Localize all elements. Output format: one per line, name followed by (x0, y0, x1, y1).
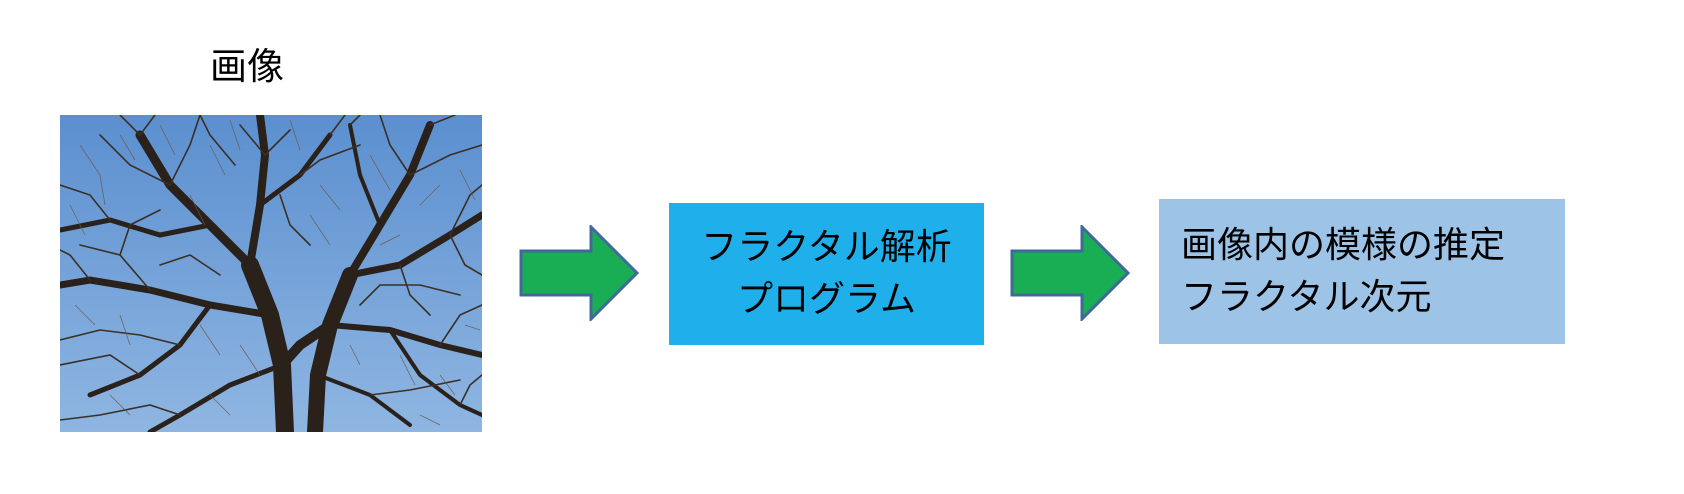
right-arrow-icon (519, 223, 640, 325)
fractal-dimension-result-box: 画像内の模様の推定 フラクタル次元 (1159, 199, 1565, 344)
tree-image (60, 115, 482, 432)
result-line-1: 画像内の模様の推定 (1181, 224, 1506, 266)
process-line-2: プログラム (737, 279, 916, 320)
fractal-analysis-program-box: フラクタル解析 プログラム (669, 203, 984, 345)
tree-photo (60, 115, 482, 432)
image-caption: 画像 (210, 45, 284, 88)
process-line-1: フラクタル解析 (701, 227, 952, 268)
right-arrow-icon (1010, 223, 1131, 325)
result-line-2: フラクタル次元 (1181, 276, 1432, 318)
